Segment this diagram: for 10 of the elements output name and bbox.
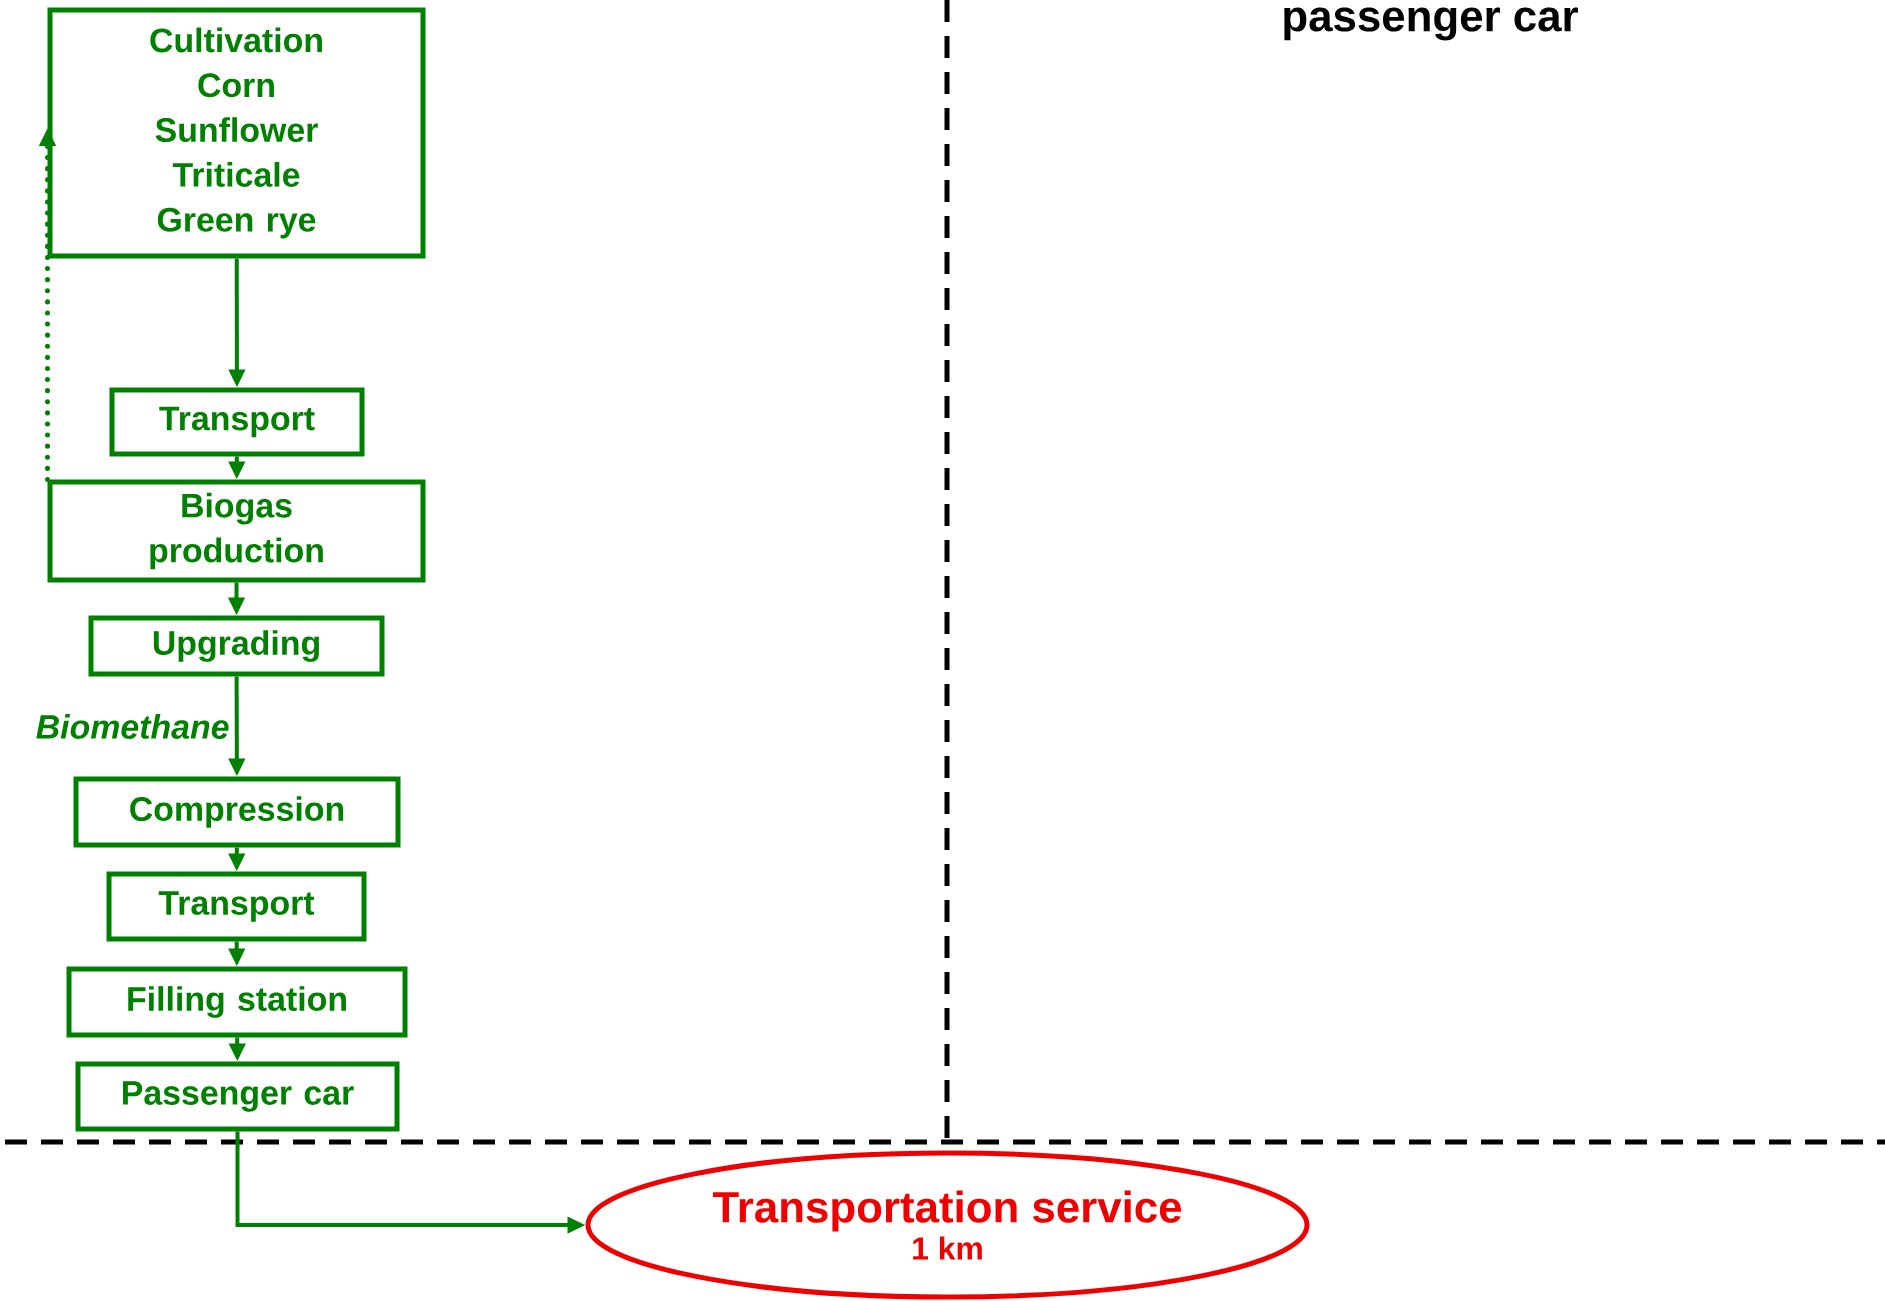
process-box: Cultivation Corn Sunflower Triticale Green rye <box>47 7 426 259</box>
process-box: Filling station <box>66 966 408 1038</box>
process-box: Compression <box>73 776 401 848</box>
process-box: Transport <box>106 871 367 942</box>
edge-label: Biomethane <box>36 714 229 739</box>
process-box: Passenger car <box>75 1061 400 1132</box>
process-box: Transport <box>109 387 365 457</box>
process-box: Upgrading <box>88 615 385 677</box>
process-box: Biogas production <box>47 479 426 583</box>
heading: passenger car <box>1284 7 1578 41</box>
